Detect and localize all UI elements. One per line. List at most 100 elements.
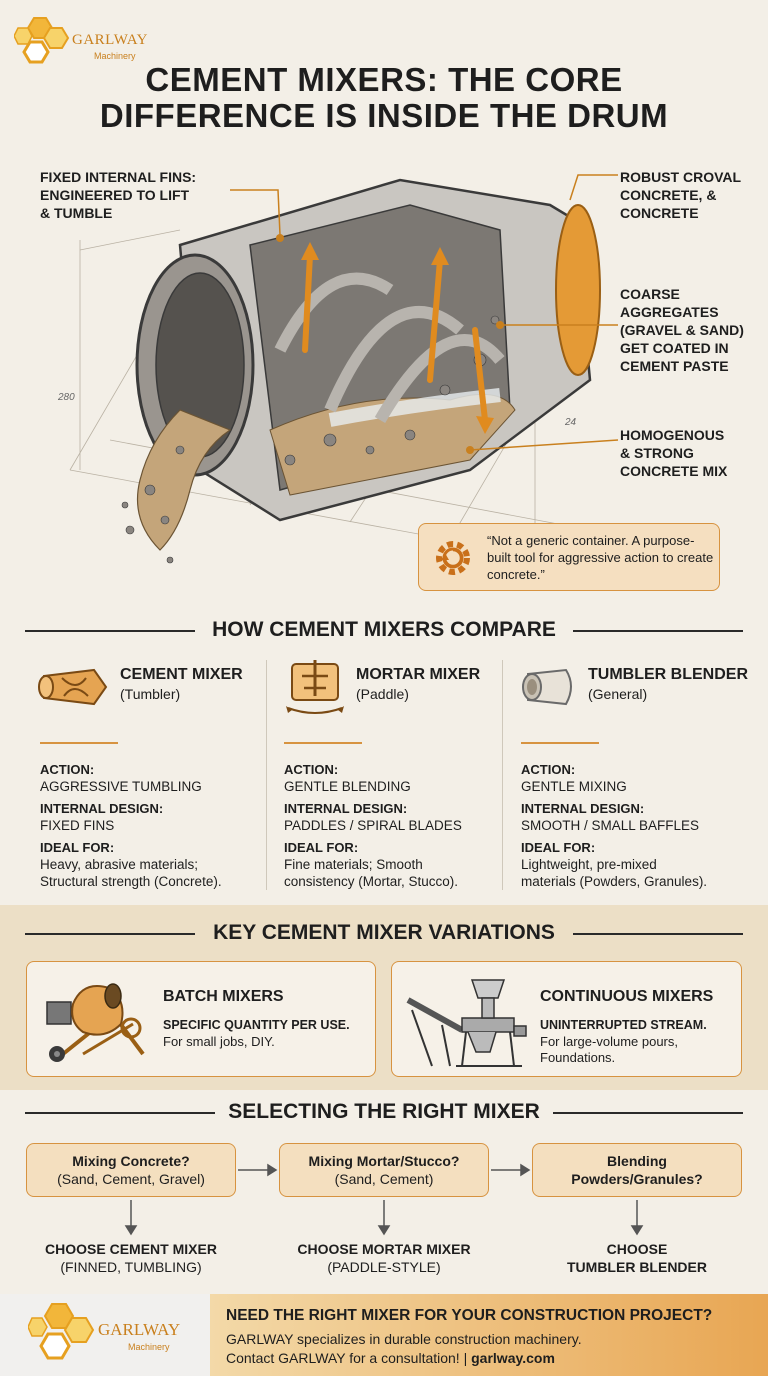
action-value: AGGRESSIVE TUMBLING <box>40 779 202 794</box>
flow-question-line-2: Powders/Granules? <box>571 1171 703 1187</box>
flow-question-line-1: Mixing Concrete? <box>72 1153 190 1169</box>
callout-fins: FIXED INTERNAL FINS: ENGINEERED TO LIFT … <box>40 168 220 222</box>
divider <box>573 933 743 935</box>
ideal-value-line-2: materials (Powders, Granules). <box>521 874 708 889</box>
flow-question-line-1: Mixing Mortar/Stucco? <box>308 1153 460 1169</box>
column-sub: (General) <box>588 686 648 702</box>
action-label: ACTION: <box>40 762 95 777</box>
flow-result-line-2: TUMBLER BLENDER <box>567 1259 707 1275</box>
batch-mixer-icon <box>46 983 145 1062</box>
callout-homog-line-2: & STRONG <box>620 445 694 461</box>
column-cement-mixer-header: CEMENT MIXER (Tumbler) <box>120 666 355 702</box>
column-divider <box>266 660 267 890</box>
continuous-text-line-1: For large-volume pours, <box>540 1034 678 1049</box>
column-mortar-mixer-header: MORTAR MIXER (Paddle) <box>356 666 591 702</box>
callout-coarse-line-3: (GRAVEL & SAND) <box>620 322 744 338</box>
callout-fins-line-2: ENGINEERED TO LIFT <box>40 187 190 203</box>
ideal-label: IDEAL FOR: <box>284 840 359 855</box>
flow-result-tumbler: CHOOSE TUMBLER BLENDER <box>522 1240 752 1276</box>
footer-brand-name: GARLWAY <box>98 1320 181 1339</box>
callout-coarse-line-4: GET COATED IN <box>620 340 729 356</box>
flow-result-cement-mixer: CHOOSE CEMENT MIXER (FINNED, TUMBLING) <box>16 1240 246 1276</box>
flow-arrows <box>124 1163 644 1236</box>
action-label: ACTION: <box>284 762 339 777</box>
ideal-value-line-1: Fine materials; Smooth <box>284 857 423 872</box>
flow-result-line-1: CHOOSE <box>606 1241 668 1257</box>
ideal-value-line-1: Lightweight, pre-mixed <box>521 857 657 872</box>
accent-bar <box>521 742 599 744</box>
callout-coarse-line-1: COARSE <box>620 286 680 302</box>
flow-result-line-2: (PADDLE-STYLE) <box>327 1259 441 1275</box>
callout-fins-line-3: & TUMBLE <box>40 205 113 221</box>
brand-name: GARLWAY <box>72 32 149 48</box>
mortar-mixer-icon <box>286 660 344 714</box>
brand-logo: GARLWAY Machinery <box>13 14 164 70</box>
divider <box>25 1112 215 1114</box>
dimension-right: 24 <box>564 417 577 428</box>
hexagon-logo-icon <box>13 17 70 64</box>
continuous-text-line-2: Foundations. <box>540 1050 616 1065</box>
ideal-label: IDEAL FOR: <box>40 840 115 855</box>
callout-coarse-line-2: AGGREGATES <box>620 304 719 320</box>
flow-question-line-1: Blending <box>607 1153 667 1169</box>
ideal-value-line-2: Structural strength (Concrete). <box>40 874 222 889</box>
callout-homog-line-1: HOMOGENOUS <box>620 427 725 443</box>
cement-mixer-icon <box>38 668 108 706</box>
flow-result-line-2: (FINNED, TUMBLING) <box>60 1259 202 1275</box>
column-name: CEMENT MIXER <box>120 666 243 683</box>
quote-box: “Not a generic container. A purpose-buil… <box>418 523 720 591</box>
continuous-mixer-icon <box>406 979 527 1067</box>
footer-heading: NEED THE RIGHT MIXER FOR YOUR CONSTRUCTI… <box>226 1307 713 1324</box>
continuous-mixers-card: CONTINUOUS MIXERS UNINTERRUPTED STREAM. … <box>391 961 742 1077</box>
title-line-1: CEMENT MIXERS: THE CORE <box>145 61 623 98</box>
column-sub: (Tumbler) <box>120 686 181 702</box>
footer-cta-panel <box>210 1294 768 1376</box>
brand-sub: Machinery <box>94 51 136 61</box>
column-name: MORTAR MIXER <box>356 666 481 683</box>
callout-coarse-line-5: CEMENT PASTE <box>620 358 729 374</box>
callout-robust-line-2: CONCRETE, & <box>620 187 717 203</box>
design-label: INTERNAL DESIGN: <box>284 801 408 816</box>
design-label: INTERNAL DESIGN: <box>521 801 645 816</box>
batch-bold: SPECIFIC QUANTITY PER USE. <box>163 1018 350 1032</box>
divider <box>25 933 195 935</box>
continuous-bold: UNINTERRUPTED STREAM. <box>540 1018 707 1032</box>
footer-url-link[interactable]: garlway.com <box>471 1350 555 1366</box>
mixer-drum-illustration: 280 24 <box>57 174 619 564</box>
design-value: SMOOTH / SMALL BAFFLES <box>521 818 700 833</box>
selecting-heading: SELECTING THE RIGHT MIXER <box>228 1100 540 1123</box>
footer-brand-sub: Machinery <box>128 1342 170 1352</box>
batch-text: For small jobs, DIY. <box>163 1034 275 1049</box>
batch-mixers-card: BATCH MIXERS SPECIFIC QUANTITY PER USE. … <box>26 961 376 1077</box>
title-line-2: DIFFERENCE IS INSIDE THE DRUM <box>99 97 669 134</box>
quote-text: “Not a generic container. A purpose-buil… <box>487 533 714 582</box>
design-label: INTERNAL DESIGN: <box>40 801 164 816</box>
ideal-label: IDEAL FOR: <box>521 840 596 855</box>
design-value: FIXED FINS <box>40 818 115 833</box>
column-tumbler-blender-body: ACTION: GENTLE MIXING INTERNAL DESIGN: S… <box>521 761 756 890</box>
ideal-value-line-1: Heavy, abrasive materials; <box>40 857 199 872</box>
flow-question-mortar: Mixing Mortar/Stucco? (Sand, Cement) <box>279 1143 489 1197</box>
divider <box>553 1112 743 1114</box>
flow-result-line-1: CHOOSE MORTAR MIXER <box>297 1241 471 1257</box>
column-sub: (Paddle) <box>356 686 409 702</box>
flow-question-powders: Blending Powders/Granules? <box>532 1143 742 1197</box>
flow-result-mortar-mixer: CHOOSE MORTAR MIXER (PADDLE-STYLE) <box>269 1240 499 1276</box>
accent-bar <box>284 742 362 744</box>
tumbler-blender-icon <box>522 668 572 706</box>
column-mortar-mixer-body: ACTION: GENTLE BLENDING INTERNAL DESIGN:… <box>284 761 519 890</box>
page-title: CEMENT MIXERS: THE CORE DIFFERENCE IS IN… <box>0 62 768 134</box>
footer-line-1: GARLWAY specializes in durable construct… <box>226 1331 582 1347</box>
action-value: GENTLE BLENDING <box>284 779 411 794</box>
callout-robust-line-1: ROBUST CROVAL <box>620 169 742 185</box>
design-value: PADDLES / SPIRAL BLADES <box>284 818 462 833</box>
flow-question-line-2: (Sand, Cement) <box>334 1171 434 1187</box>
flow-question-line-2: (Sand, Cement, Gravel) <box>57 1171 205 1187</box>
column-tumbler-blender-header: TUMBLER BLENDER (General) <box>588 666 763 702</box>
action-value: GENTLE MIXING <box>521 779 627 794</box>
callout-coarse: COARSE AGGREGATES (GRAVEL & SAND) GET CO… <box>620 285 760 375</box>
column-cement-mixer-body: ACTION: AGGRESSIVE TUMBLING INTERNAL DES… <box>40 761 275 890</box>
callout-homog-line-3: CONCRETE MIX <box>620 463 728 479</box>
callout-robust: ROBUST CROVAL CONCRETE, & CONCRETE <box>620 168 760 222</box>
divider <box>25 630 195 632</box>
